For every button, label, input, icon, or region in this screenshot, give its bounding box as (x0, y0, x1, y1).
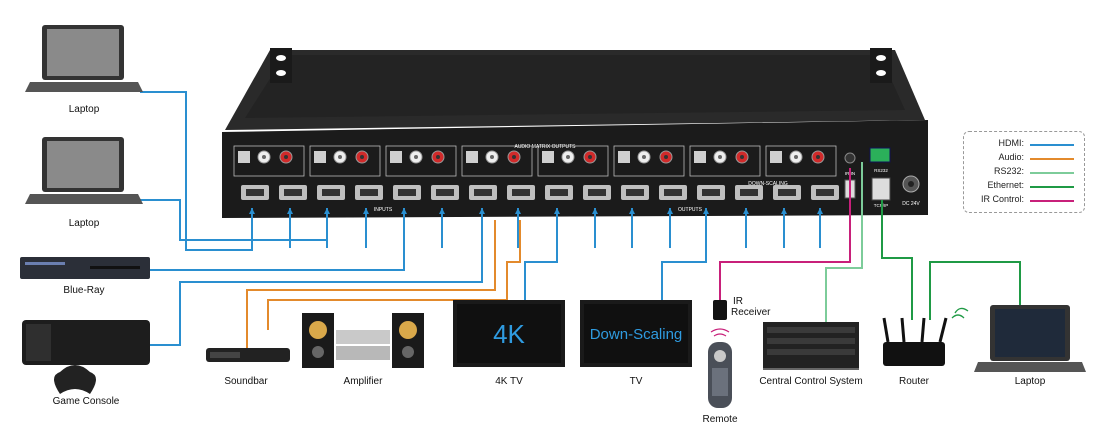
tv-icon (580, 300, 692, 367)
cables (140, 91, 1021, 352)
spdif-port (542, 151, 554, 163)
audio-output-group (233, 145, 305, 177)
game-console-icon (22, 320, 150, 394)
spdif-port (770, 151, 782, 163)
hdmi-cable-console (150, 220, 483, 346)
audio-output-group (309, 145, 381, 177)
audio-output-group (613, 145, 685, 177)
hdmi-cable-tv (661, 220, 707, 300)
legend-line-audio (1030, 158, 1074, 160)
source-label-game-console: Game Console (52, 396, 120, 407)
ethernet-cable-device (881, 200, 913, 320)
control-system-icon (763, 322, 859, 370)
laptop-icon (974, 305, 1086, 372)
amplifier-icon (302, 313, 424, 368)
audio-cable-amplifier (267, 220, 521, 330)
output-label-control-system: Central Control System (759, 376, 863, 387)
hdmi-cable-4k-tv (524, 220, 558, 300)
ethernet-port (871, 177, 891, 201)
source-label-bluray: Blue-Ray (63, 285, 105, 296)
tv-icon (453, 300, 565, 367)
legend-line-ir-control (1030, 200, 1074, 202)
arrow-head (629, 208, 635, 214)
arrow-head (667, 208, 673, 214)
rs232-port-label: RS232 (874, 168, 888, 173)
spdif-port (314, 151, 326, 163)
arrow-head (703, 208, 709, 214)
arrow-head (401, 208, 407, 214)
legend-line-hdmi (1030, 144, 1074, 146)
cable-legend: HDMI: Audio: RS232: Ethernet: IR Control… (963, 131, 1085, 213)
legend-line-ethernet (1030, 186, 1074, 188)
arrow-head (363, 208, 369, 214)
router-icon (882, 307, 969, 366)
bluray-player-icon (20, 257, 150, 279)
soundbar-icon (206, 348, 290, 362)
legend-label-rs232: RS232: (993, 166, 1024, 176)
arrow-head (324, 208, 330, 214)
source-label-laptop-1: Laptop (68, 104, 100, 115)
legend-label-ethernet: Ethernet: (987, 180, 1024, 190)
laptop-icon (25, 25, 143, 92)
arrow-head (287, 208, 293, 214)
output-label-amplifier: Amplifier (343, 376, 383, 387)
remote-icon (708, 328, 732, 408)
output-label-4k-tv: 4K TV (495, 376, 523, 387)
arrow-head (249, 208, 255, 214)
spdif-port (694, 151, 706, 163)
arrow-head (479, 208, 485, 214)
output-label-soundbar: Soundbar (224, 376, 268, 387)
downscaling-label: DOWN-SCALING (748, 181, 788, 187)
output-label-remote: Remote (702, 414, 738, 425)
spdif-port (618, 151, 630, 163)
matrix-switcher-device (222, 48, 928, 218)
spdif-port (466, 151, 478, 163)
outputs-label: OUTPUTS (678, 207, 703, 213)
audio-output-group (765, 145, 837, 177)
rs232-terminal (869, 147, 891, 163)
legend-label-ir-control: IR Control: (980, 194, 1024, 204)
arrow-head (439, 208, 445, 214)
laptop-icon (25, 137, 143, 204)
arrow-head (743, 208, 749, 214)
tv-screen-text-4k: 4K (493, 319, 525, 349)
arrow-head (515, 208, 521, 214)
arrow-head (554, 208, 560, 214)
legend-line-rs232 (1030, 172, 1074, 174)
output-label-tv: TV (629, 376, 643, 387)
rs232-cable (825, 162, 863, 322)
legend-label-hdmi: HDMI: (998, 138, 1025, 148)
output-label-laptop: Laptop (1014, 376, 1046, 387)
spdif-port (238, 151, 250, 163)
output-label-router: Router (898, 376, 930, 387)
power-label: DC 24V (902, 201, 920, 207)
arrow-head (592, 208, 598, 214)
tv-screen-text-downscaling: Down-Scaling (590, 326, 683, 343)
audio-output-group (385, 145, 457, 177)
audio-output-group (461, 145, 533, 177)
audio-cable-soundbar (246, 220, 496, 352)
ir-receiver-label-line2: Receiver (731, 307, 771, 318)
source-label-laptop-2: Laptop (68, 218, 100, 229)
ir-in-port (844, 152, 856, 164)
spdif-port (390, 151, 402, 163)
ir-receiver-label-line1: IR (733, 296, 743, 307)
audio-output-group (689, 145, 761, 177)
ethernet-cable-router-laptop (929, 261, 1021, 320)
ir-cable (719, 168, 851, 300)
rack-ear-right (870, 48, 892, 83)
rack-ear-left (270, 48, 292, 83)
audio-output-group (537, 145, 609, 177)
audio-matrix-outputs-label: AUDIO MATRIX OUTPUTS (514, 144, 576, 150)
arrow-head (781, 208, 787, 214)
inputs-label: INPUTS (374, 207, 393, 213)
arrow-head (817, 208, 823, 214)
ir-receiver-icon (713, 300, 727, 320)
legend-label-audio: Audio: (998, 152, 1024, 162)
